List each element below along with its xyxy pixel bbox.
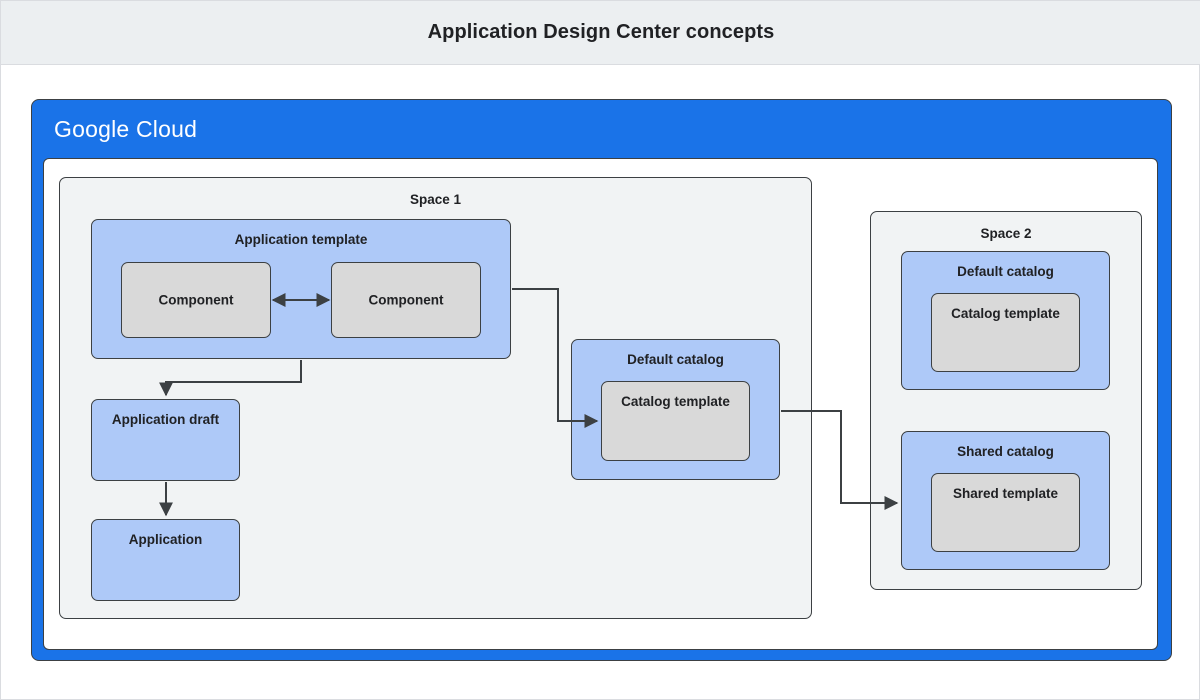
space-2-label: Space 2 bbox=[980, 226, 1032, 241]
node-application-draft-label: Application draft bbox=[111, 412, 220, 427]
node-component-b[interactable]: Component bbox=[331, 262, 481, 338]
node-application[interactable]: Application bbox=[91, 519, 240, 601]
node-catalog-template-space-2[interactable]: Catalog template bbox=[931, 293, 1080, 372]
node-application-draft[interactable]: Application draft bbox=[91, 399, 240, 481]
google-cloud-logo-cloud: Cloud bbox=[135, 116, 198, 142]
space-1-label: Space 1 bbox=[409, 192, 462, 207]
node-default-catalog-space-1-label: Default catalog bbox=[627, 352, 724, 367]
node-default-catalog-space-2-label: Default catalog bbox=[957, 264, 1054, 279]
page-title: Application Design Center concepts bbox=[427, 21, 775, 43]
node-shared-template-label: Shared template bbox=[952, 486, 1059, 501]
node-application-template-label: Application template bbox=[234, 232, 368, 247]
node-catalog-template-space-1[interactable]: Catalog template bbox=[601, 381, 750, 461]
node-component-a-label: Component bbox=[158, 292, 234, 308]
title-bar: Application Design Center concepts bbox=[1, 1, 1200, 65]
node-application-label: Application bbox=[128, 532, 203, 547]
google-cloud-logo-google: Google bbox=[54, 116, 130, 142]
node-component-a[interactable]: Component bbox=[121, 262, 271, 338]
node-shared-template[interactable]: Shared template bbox=[931, 473, 1080, 552]
node-shared-catalog-label: Shared catalog bbox=[957, 444, 1054, 459]
node-component-b-label: Component bbox=[368, 292, 444, 308]
node-catalog-template-space-2-label: Catalog template bbox=[951, 306, 1060, 321]
node-catalog-template-space-1-label: Catalog template bbox=[621, 394, 730, 409]
google-cloud-logo: Google Cloud bbox=[54, 116, 197, 143]
